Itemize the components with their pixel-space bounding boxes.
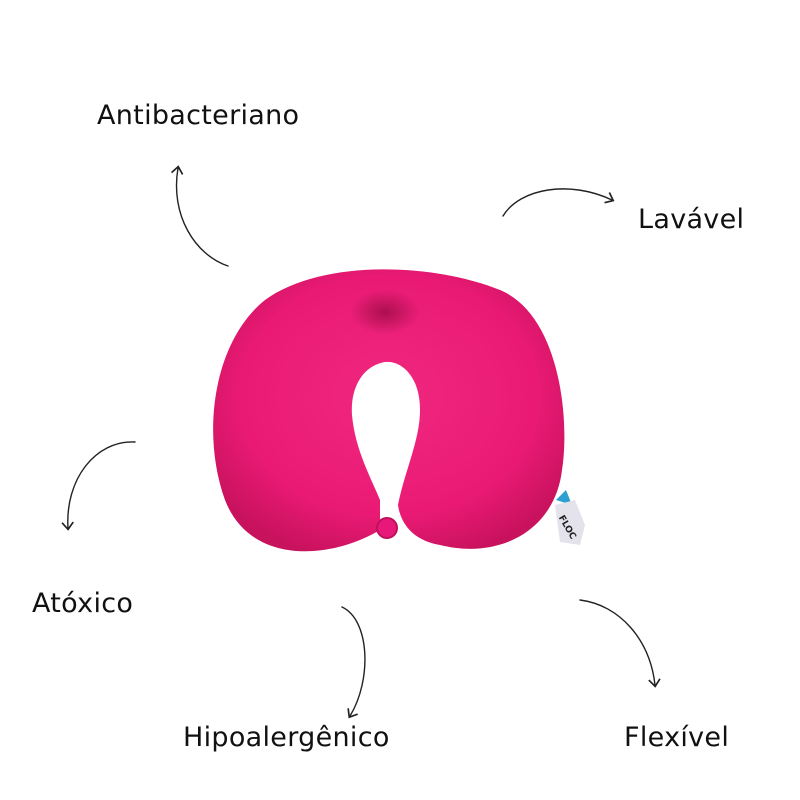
arrow-washable	[502, 188, 615, 217]
feature-non-toxic: Atóxico	[32, 588, 134, 619]
arrow-hypoallergenic	[341, 606, 366, 719]
feature-antibacterial: Antibacteriano	[97, 100, 300, 131]
feature-washable: Lavável	[638, 204, 745, 235]
floc-tag: FLOC	[555, 490, 585, 545]
arrow-antibacterial	[170, 165, 229, 267]
neck-pillow	[213, 269, 565, 552]
arrow-non-toxic	[61, 441, 136, 531]
arrow-flexible	[579, 599, 661, 688]
feature-flexible: Flexível	[624, 722, 730, 753]
feature-hypoallergenic: Hipoalergênico	[183, 722, 390, 753]
